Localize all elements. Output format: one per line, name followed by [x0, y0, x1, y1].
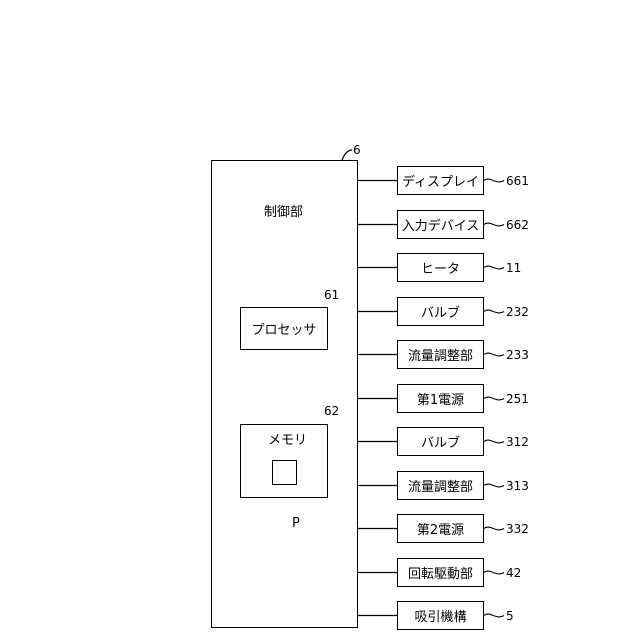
- memory-label: メモリ: [268, 434, 307, 447]
- controller-ref-leader: [342, 150, 352, 160]
- device-ref-leader: [484, 527, 504, 530]
- device-ref: 233: [506, 349, 529, 361]
- processor-box: プロセッサ: [240, 307, 328, 350]
- device-box: 流量調整部: [397, 340, 484, 369]
- device-ref: 232: [506, 306, 529, 318]
- memory-ref: 62: [324, 405, 339, 417]
- device-label: バルブ: [421, 432, 460, 451]
- controller-label: 制御部: [264, 206, 303, 219]
- device-ref-leader: [484, 353, 504, 356]
- device-ref-leader: [484, 484, 504, 487]
- device-ref: 251: [506, 393, 529, 405]
- device-ref: 661: [506, 175, 529, 187]
- device-label: 流量調整部: [408, 345, 473, 364]
- device-box: ディスプレイ: [397, 166, 484, 195]
- controller-box: [211, 160, 358, 628]
- device-ref-leader: [484, 310, 504, 313]
- device-ref-leader: [484, 571, 504, 574]
- device-ref: 312: [506, 436, 529, 448]
- device-box: バルブ: [397, 427, 484, 456]
- program-label: P: [292, 517, 300, 530]
- device-ref-leader: [484, 179, 504, 182]
- device-box: 入力デバイス: [397, 210, 484, 239]
- device-ref-leader: [484, 266, 504, 269]
- device-label: 吸引機構: [414, 606, 466, 625]
- device-box: 吸引機構: [397, 601, 484, 630]
- controller-ref: 6: [353, 144, 361, 156]
- device-box: ヒータ: [397, 253, 484, 282]
- device-label: 第2電源: [417, 519, 464, 538]
- device-ref: 313: [506, 480, 529, 492]
- device-ref: 5: [506, 610, 514, 622]
- device-ref-leader: [484, 397, 504, 400]
- device-box: バルブ: [397, 297, 484, 326]
- device-label: 入力デバイス: [402, 215, 480, 234]
- device-ref: 42: [506, 567, 521, 579]
- device-ref: 11: [506, 262, 521, 274]
- device-ref: 662: [506, 219, 529, 231]
- device-box: 第1電源: [397, 384, 484, 413]
- device-label: 第1電源: [417, 389, 464, 408]
- device-label: ディスプレイ: [402, 171, 479, 190]
- device-ref-leader: [484, 223, 504, 226]
- device-label: 回転駆動部: [408, 563, 473, 582]
- device-label: ヒータ: [421, 258, 460, 277]
- device-label: 流量調整部: [408, 476, 473, 495]
- device-label: バルブ: [421, 302, 460, 321]
- device-ref-leader: [484, 440, 504, 443]
- processor-label: プロセッサ: [251, 319, 316, 338]
- device-ref-leader: [484, 614, 504, 617]
- processor-ref: 61: [324, 289, 339, 301]
- device-box: 第2電源: [397, 514, 484, 543]
- device-box: 流量調整部: [397, 471, 484, 500]
- device-box: 回転駆動部: [397, 558, 484, 587]
- program-block: [272, 460, 297, 485]
- device-ref: 332: [506, 523, 529, 535]
